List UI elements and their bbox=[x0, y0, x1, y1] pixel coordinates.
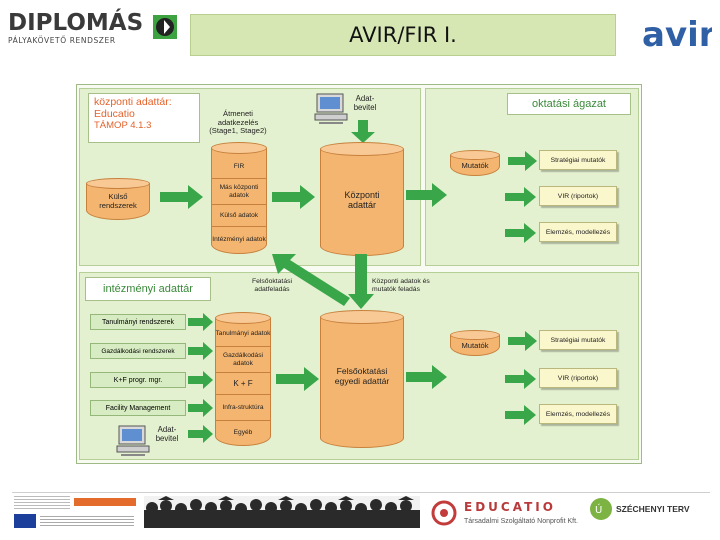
szechenyi-logo-icon: Ú bbox=[590, 498, 612, 520]
page-title: AVIR/FIR I. bbox=[190, 14, 616, 56]
arrow-right-icon bbox=[505, 223, 536, 243]
system-box: K+F progr. mgr. bbox=[90, 372, 186, 388]
institutional-mutatok-cylinder: Mutatók bbox=[450, 330, 500, 356]
arrow-right-icon bbox=[188, 399, 213, 417]
eu-logos bbox=[14, 496, 138, 530]
arrow-right-icon bbox=[276, 367, 319, 391]
system-box: Gazdálkodási rendszerek bbox=[90, 343, 186, 359]
upload-note: Felsőoktatási adatfeladás bbox=[251, 278, 293, 293]
output-box: Elemzés, modellezés bbox=[539, 404, 617, 424]
computer-icon bbox=[116, 425, 150, 456]
arrow-right-icon bbox=[508, 331, 537, 351]
data-input-label-bottom: Adat- bevitel bbox=[155, 425, 179, 443]
output-box: Elemzés, modellezés bbox=[539, 222, 617, 242]
system-box: Facility Management bbox=[90, 400, 186, 416]
avir-logo-icon: avir bbox=[642, 15, 716, 55]
data-input-label-top: Adat- bevitel bbox=[353, 94, 377, 112]
central-repository-title: központi adattár: Educatio TÁMOP 4.1.3 bbox=[88, 93, 200, 143]
arrow-right-icon bbox=[505, 405, 536, 425]
szechenyi-name: SZÉCHENYI TERV bbox=[616, 504, 690, 514]
educatio-logo-icon bbox=[431, 500, 457, 526]
staging-label: Átmeneti adatkezelés (Stage1, Stage2) bbox=[209, 109, 267, 136]
institutional-repository-cylinder: Felsőoktatási egyedi adattár bbox=[320, 310, 404, 448]
output-box: VIR (riportok) bbox=[539, 368, 617, 388]
arrow-down-icon bbox=[348, 254, 374, 309]
educatio-subtitle: Társadalmi Szolgáltató Nonprofit Kft. bbox=[464, 518, 578, 525]
arrow-right-icon bbox=[406, 183, 447, 207]
diplomas-logo: DIPLOMÁS PÁLYAKÖVETŐ RENDSZER bbox=[8, 10, 178, 58]
diplomas-mark-icon bbox=[153, 15, 177, 39]
sector-mutatok-cylinder: Mutatók bbox=[450, 150, 500, 176]
avir-logo: avir bbox=[640, 14, 716, 55]
arrow-right-icon bbox=[160, 185, 203, 209]
central-repository-cylinder: Központi adattár bbox=[320, 142, 404, 256]
footer-divider bbox=[12, 492, 710, 493]
arrow-right-icon bbox=[188, 425, 213, 443]
svg-text:avir: avir bbox=[642, 15, 712, 54]
arrow-right-icon bbox=[406, 365, 447, 389]
arrow-right-icon bbox=[508, 151, 537, 171]
arrow-right-icon bbox=[272, 185, 315, 209]
crowd-graduates-icon bbox=[144, 496, 420, 528]
diagonal-arrow-icon bbox=[272, 254, 350, 306]
svg-text:Ú: Ú bbox=[595, 503, 602, 516]
arrow-right-icon bbox=[505, 187, 536, 207]
arrow-right-icon bbox=[505, 369, 536, 389]
staging-cylinder: FIR Más központi adatok Külső adatok Int… bbox=[211, 142, 267, 254]
download-note: Központi adatok és mutatók feladás bbox=[372, 278, 430, 293]
educatio-name: EDUCATIO bbox=[464, 500, 556, 514]
output-box: Stratégiai mutatók bbox=[539, 150, 617, 170]
institutional-staging-cylinder: Tanulmányi adatok Gazdálkodási adatok K … bbox=[215, 312, 271, 446]
arrow-right-icon bbox=[188, 371, 213, 389]
computer-icon bbox=[314, 93, 348, 124]
arrow-down-icon bbox=[351, 120, 375, 143]
arrow-right-icon bbox=[188, 342, 213, 360]
output-box: VIR (riportok) bbox=[539, 186, 617, 206]
arrow-right-icon bbox=[188, 313, 213, 331]
output-box: Stratégiai mutatók bbox=[539, 330, 617, 350]
system-box: Tanulmányi rendszerek bbox=[90, 314, 186, 330]
institutional-title: intézményi adattár bbox=[85, 277, 211, 301]
sector-title: oktatási ágazat bbox=[507, 93, 631, 115]
external-systems-cylinder: Külső rendszerek bbox=[86, 178, 150, 220]
